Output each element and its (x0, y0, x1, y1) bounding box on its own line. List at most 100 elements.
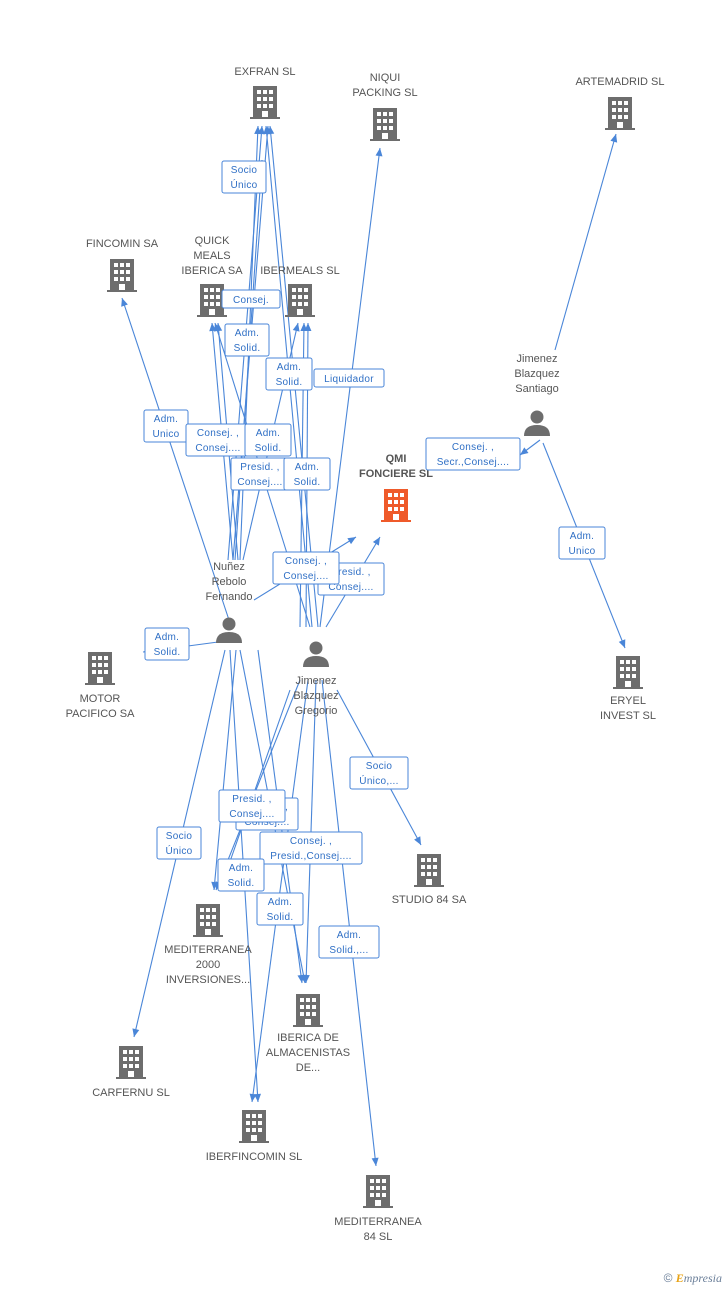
copyright-symbol: © (663, 1271, 673, 1285)
relation-text: Adm. (570, 531, 595, 542)
edge-arrowhead (520, 447, 529, 455)
watermark: © Empresia (664, 1271, 722, 1286)
relation-box (283, 457, 331, 491)
node-ibermeals[interactable]: IBERMEALS SL (260, 265, 340, 317)
building-icon (381, 489, 411, 522)
node-label: EXFRAN SL (234, 66, 295, 78)
building-icon (107, 259, 137, 292)
relation-label[interactable]: Consej. ,Presid.,Consej.... (259, 831, 363, 865)
relation-label[interactable]: Consej. (221, 289, 281, 309)
edge-line (213, 649, 237, 891)
edge-arrowhead (267, 126, 275, 135)
relation-label[interactable]: Adm.Solid. (283, 457, 331, 491)
relation-box (349, 756, 409, 790)
building-icon (613, 656, 643, 689)
edge-arrowhead (414, 836, 421, 845)
relation-box (224, 323, 270, 357)
relation-text: Secr.,Consej.... (437, 457, 510, 468)
relation-text: Adm. (229, 863, 254, 874)
relation-box (221, 160, 267, 194)
node-label: STUDIO 84 SA (392, 894, 467, 906)
building-icon (250, 86, 280, 119)
relation-text: Consej.... (328, 582, 373, 593)
node-exfran[interactable]: EXFRAN SL (234, 66, 296, 119)
relation-text: Solid. (234, 343, 261, 354)
edge-arrowhead (371, 1157, 379, 1166)
relation-label[interactable]: Consej. ,Consej.... (185, 423, 251, 457)
relation-text: Adm. (154, 414, 179, 425)
node-artemadrid[interactable]: ARTEMADRID SL (575, 76, 665, 130)
node-studio[interactable]: STUDIO 84 SA (392, 854, 467, 906)
relation-text: Socio (366, 761, 393, 772)
relation-label[interactable]: Liquidador (313, 368, 385, 388)
relation-label[interactable]: Consej. ,Secr.,Consej.... (425, 437, 521, 471)
relation-box (259, 831, 363, 865)
relation-label[interactable]: Adm.Solid. (244, 423, 292, 457)
edge-arrowhead (292, 323, 300, 332)
relation-label[interactable]: Adm. Unico (143, 409, 189, 443)
relation-text: Unico (152, 429, 179, 440)
relation-label[interactable]: Adm.Solid. (265, 357, 313, 391)
relation-text: Adm. (155, 632, 180, 643)
relation-label[interactable]: SocioÚnico,... (349, 756, 409, 790)
edge-arrowhead (254, 126, 262, 135)
relation-text: Solid. (255, 443, 282, 454)
relation-label[interactable]: Adm.Solid. (144, 627, 190, 661)
edge-arrowhead (302, 974, 310, 983)
relation-box (558, 526, 606, 560)
building-icon (414, 854, 444, 887)
node-carfernu[interactable]: CARFERNU SL (92, 1046, 170, 1099)
building-icon (363, 1175, 393, 1208)
edge-line (554, 133, 617, 351)
node-label: IBERMEALS SL (260, 265, 339, 277)
edge-arrowhead (347, 537, 356, 545)
relation-label[interactable]: Adm. Unico (558, 526, 606, 560)
relation-text: Consej. , (197, 428, 239, 439)
relation-label[interactable]: Adm.Solid. (224, 323, 270, 357)
building-icon (85, 652, 115, 685)
relation-labels-layer: SocioÚnicoAdm.Solid.Consej.Adm.Solid.Liq… (143, 160, 606, 959)
relation-label[interactable]: Adm.Solid. (256, 892, 304, 926)
person-icon (216, 617, 242, 643)
relation-box (218, 789, 286, 823)
relation-label[interactable]: Adm.Solid. (217, 858, 265, 892)
relation-box (256, 892, 304, 926)
node-iberfincomin[interactable]: IBERFINCOMIN SL (206, 1110, 303, 1163)
brand-logo: Empresia (675, 1271, 722, 1285)
relation-box (144, 627, 190, 661)
relation-box (425, 437, 521, 471)
relation-label[interactable]: Consej. ,Consej.... (272, 551, 340, 585)
edge-line (251, 679, 309, 1103)
relation-label[interactable]: Presid. ,Consej.... (230, 457, 290, 491)
node-fincomin[interactable]: FINCOMIN SA (86, 238, 159, 292)
relation-box (217, 858, 265, 892)
building-icon (605, 97, 635, 130)
relation-text: Socio (166, 831, 193, 842)
building-icon (116, 1046, 146, 1079)
relation-text: Unico (568, 546, 595, 557)
node-label: CARFERNU SL (92, 1087, 170, 1099)
relation-box (318, 925, 380, 959)
relation-box (272, 551, 340, 585)
relation-text: Solid.,... (329, 945, 368, 956)
edge-arrowhead (297, 974, 305, 983)
relation-text: Presid. , (232, 794, 271, 805)
relation-label[interactable]: Presid. ,Consej.... (218, 789, 286, 823)
relation-label[interactable]: Adm.Solid.,... (318, 925, 380, 959)
person-icon (303, 641, 329, 667)
